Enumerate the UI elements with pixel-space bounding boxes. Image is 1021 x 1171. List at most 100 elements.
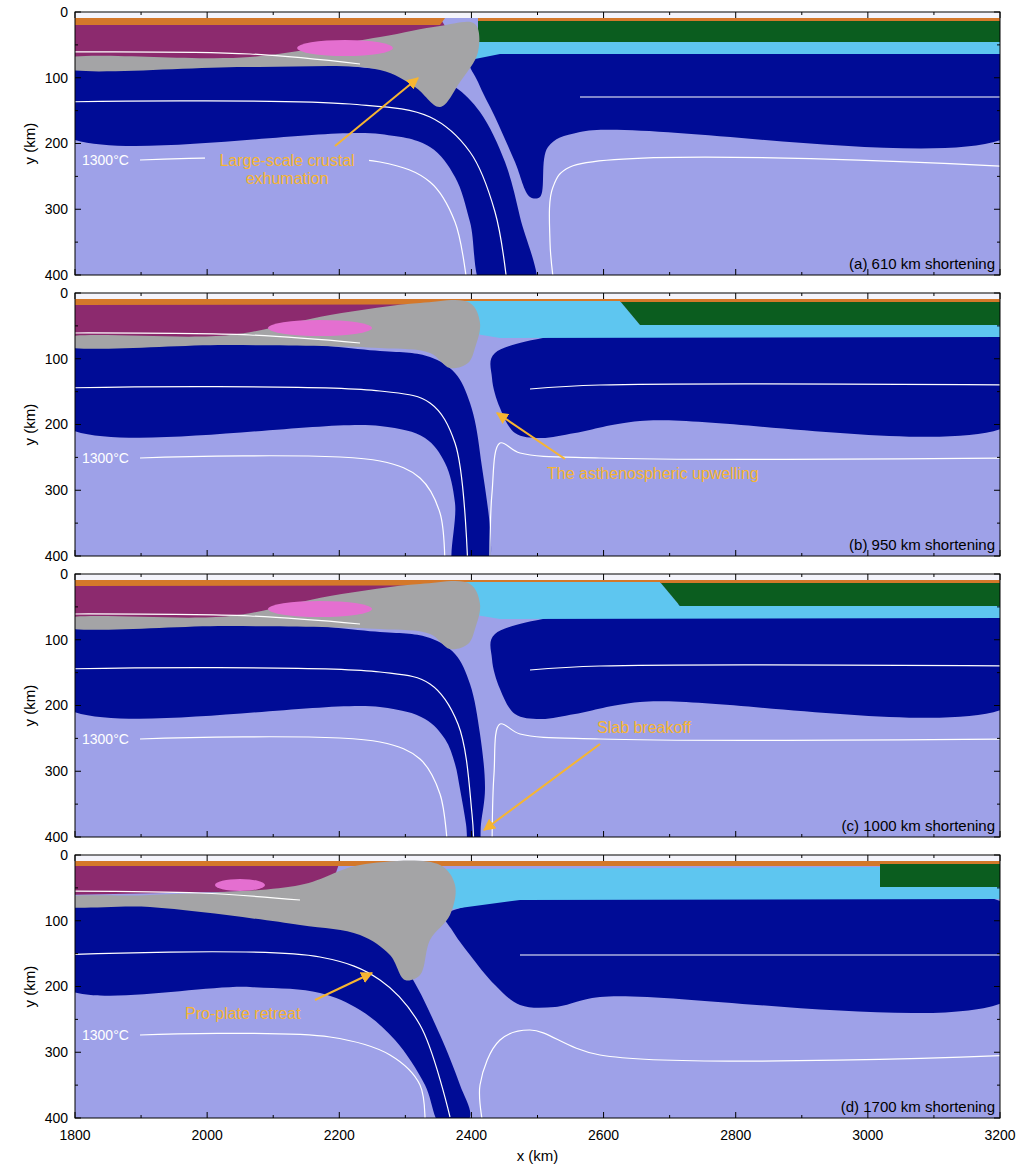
axis-tick: [669, 855, 670, 858]
annotation-arrow: [484, 744, 600, 830]
axis-tick: [801, 574, 802, 577]
sticky-air: [75, 12, 1000, 18]
axis-tick: [405, 553, 406, 556]
axis-tick: [994, 358, 1000, 359]
axis-tick: [994, 574, 1000, 575]
isotherm: [530, 665, 1000, 670]
axis-tick: [603, 1112, 604, 1118]
axis-title: y (km): [21, 404, 38, 446]
axis-title: x (km): [517, 1147, 559, 1164]
axis-tick: [1000, 574, 1001, 580]
annotation-arrow: [497, 413, 565, 459]
isotherm: [580, 96, 1000, 97]
axis-tick: [75, 44, 78, 45]
axis-tick: [997, 523, 1000, 524]
axis-tick: [933, 834, 934, 837]
axis-tick: [933, 293, 934, 296]
axis-tick: [339, 269, 340, 275]
model-panel: [48, 12, 1021, 299]
axis-tick: [75, 887, 78, 888]
axis-tick: [405, 855, 406, 858]
axis-tick: [537, 553, 538, 556]
axis-tick: [669, 574, 670, 577]
axis-tick: [1000, 855, 1001, 861]
panel-title: (c) 1000 km shortening: [842, 817, 995, 834]
isotherm: [140, 737, 448, 837]
axis-tick: [273, 1115, 274, 1118]
axis-tick: [735, 855, 736, 861]
sticky-air: [75, 574, 1000, 580]
axis-tick: [75, 606, 78, 607]
axis-tick: [669, 834, 670, 837]
axis-tick: [471, 855, 472, 861]
axis-tick: [75, 77, 81, 78]
axis-tick: [405, 293, 406, 296]
axis-tick: [1000, 831, 1001, 837]
axis-tick: [207, 12, 208, 18]
axis-tick: [339, 12, 340, 18]
panel-title: (a) 610 km shortening: [849, 255, 995, 272]
lithospheric-mantle: [75, 614, 485, 837]
panel-frame: [75, 293, 1000, 556]
axis-tick: [997, 1019, 1000, 1020]
axis-tick: [75, 1085, 78, 1086]
axis-tick: [997, 44, 1000, 45]
axis-tick: [339, 550, 340, 556]
isotherm: [520, 954, 1000, 955]
isotherm: [479, 1030, 1000, 1118]
axis-tick: [603, 550, 604, 556]
axis-tick: [997, 242, 1000, 243]
axis-tick: [537, 272, 538, 275]
axis-tick: [471, 293, 472, 299]
axis-tick: [75, 804, 78, 805]
isotherm: [549, 157, 1000, 275]
axis-tick: [75, 855, 76, 861]
axis-tick: [339, 831, 340, 837]
isotherm: [75, 333, 360, 343]
axis-tick: [994, 1052, 1000, 1053]
axis-tick: [997, 887, 1000, 888]
weak-zone: [75, 300, 480, 368]
weak-zone: [75, 581, 480, 649]
axis-tick: [1000, 293, 1001, 299]
axis-tick: [735, 550, 736, 556]
axis-tick-label: 1800: [59, 1127, 90, 1143]
axis-tick: [994, 771, 1000, 772]
axis-tick: [207, 269, 208, 275]
axis-tick: [339, 855, 340, 861]
weak-zone: [75, 22, 479, 107]
model-panel: [47, 293, 1021, 578]
panel-frame: [75, 574, 1000, 837]
panel-content: [75, 293, 1000, 556]
axis-tick-label: 200: [45, 978, 68, 994]
axis-tick-label: 200: [45, 697, 68, 713]
panel-frame: [75, 12, 1000, 275]
sticky-air: [75, 855, 1000, 861]
axis-tick-label: 100: [45, 70, 68, 86]
axis-tick: [997, 457, 1000, 458]
axis-tick: [75, 176, 78, 177]
axis-tick: [801, 12, 802, 15]
upper-crust: [620, 301, 1000, 325]
axis-tick: [933, 553, 934, 556]
axis-tick: [141, 855, 142, 858]
model-panel: [49, 855, 1021, 1135]
axis-tick-label: 2400: [456, 1127, 487, 1143]
axis-tick-label: 0: [60, 566, 68, 582]
isotherm: [75, 952, 450, 1117]
axis-tick: [75, 12, 76, 18]
axis-tick: [1000, 550, 1001, 556]
axis-tick: [994, 855, 1000, 856]
isotherm: [75, 668, 474, 837]
axis-tick: [339, 293, 340, 299]
axis-tick: [273, 553, 274, 556]
axis-tick: [801, 553, 802, 556]
axis-tick: [933, 12, 934, 15]
isotherm: [492, 724, 1000, 837]
annotation-arrow: [315, 973, 372, 1000]
panel-content: [75, 12, 1000, 275]
axis-tick: [994, 490, 1000, 491]
axis-tick: [75, 672, 78, 673]
axis-tick: [994, 424, 1000, 425]
